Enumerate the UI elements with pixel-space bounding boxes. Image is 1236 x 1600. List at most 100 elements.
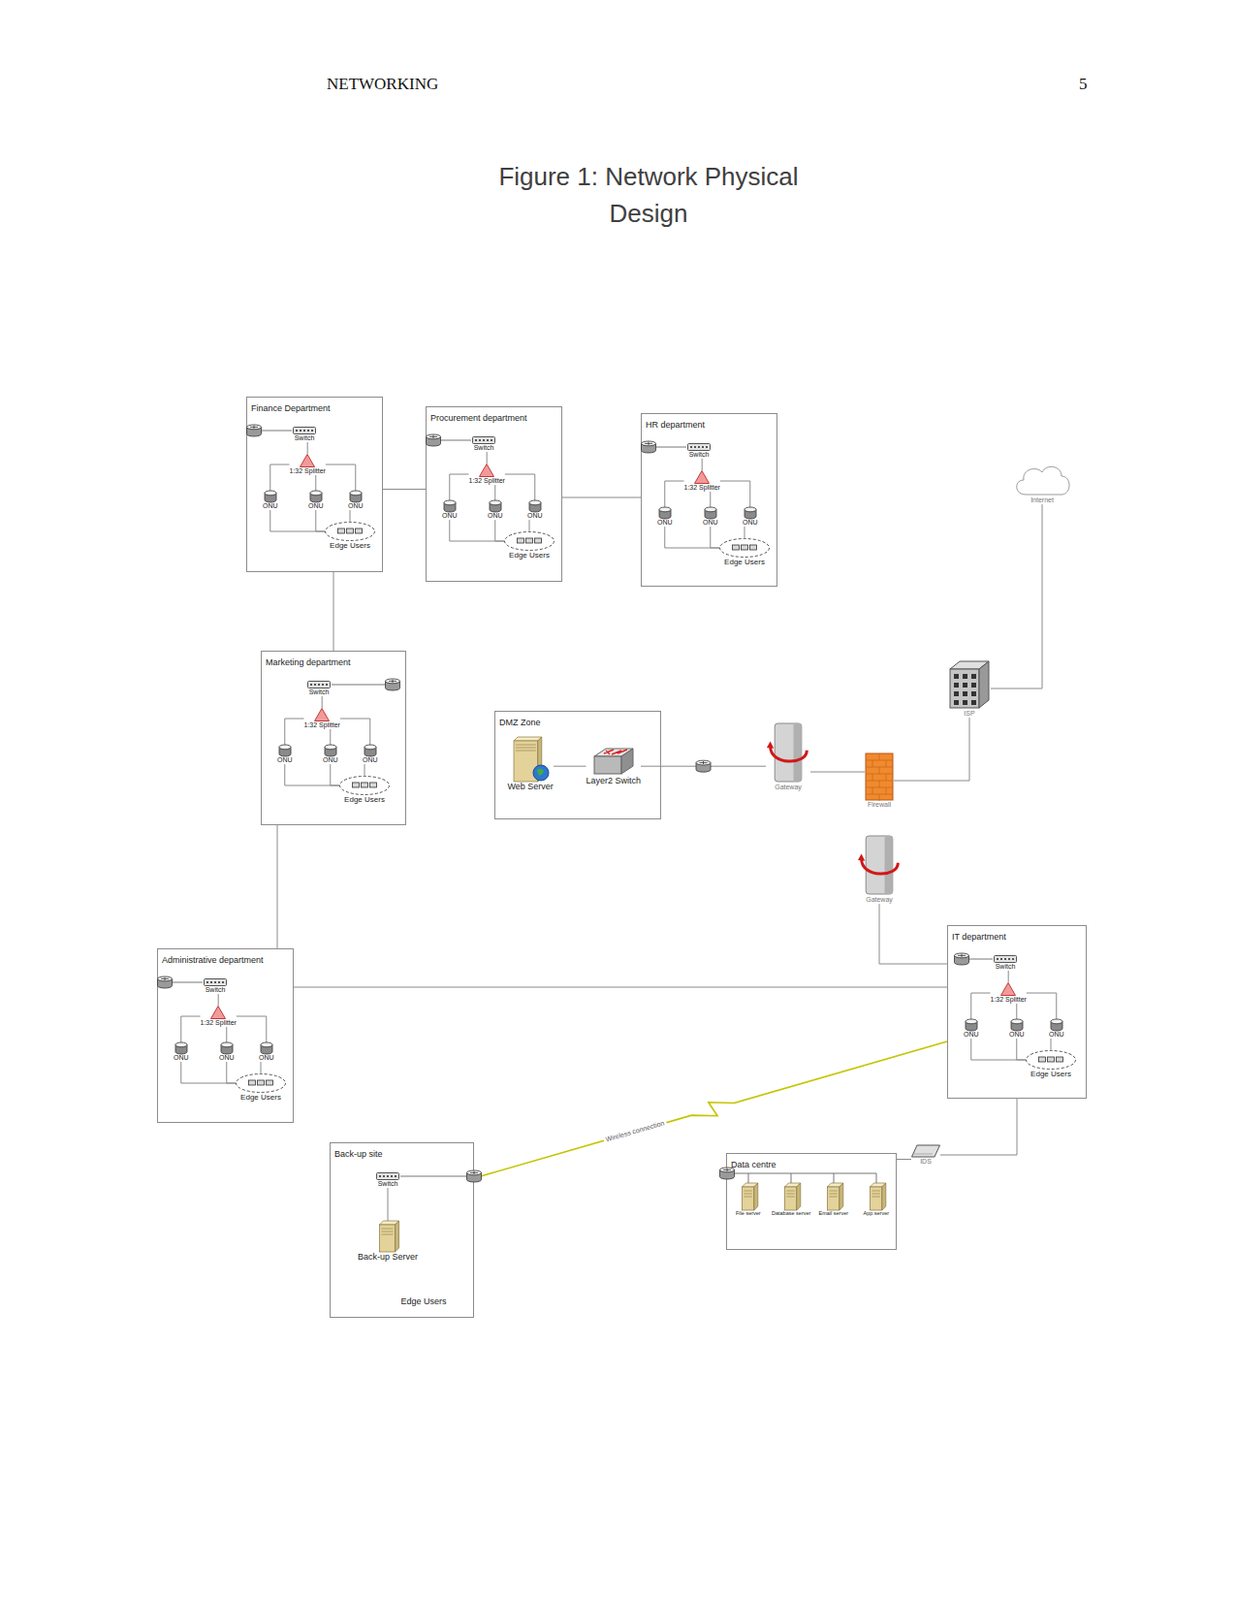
building-side bbox=[979, 661, 989, 708]
router-link bbox=[400, 1175, 468, 1177]
server-node: App server bbox=[863, 1182, 890, 1216]
onu-node: ONU bbox=[308, 490, 324, 510]
onu-icon bbox=[260, 1042, 273, 1054]
cylinder-top bbox=[744, 507, 757, 512]
server-icon bbox=[375, 1220, 401, 1252]
device-label: ONU bbox=[1048, 1030, 1065, 1039]
onu-node: ONU bbox=[442, 500, 458, 520]
onu-icon bbox=[965, 1018, 978, 1031]
switch-node: Switch bbox=[687, 443, 711, 459]
server-top bbox=[513, 736, 542, 741]
gateway-arrow-head bbox=[857, 853, 865, 860]
server-drop bbox=[791, 1172, 793, 1183]
onu-node: ONU bbox=[1048, 1018, 1065, 1039]
cylinder-top bbox=[349, 490, 362, 496]
device-label: ONU bbox=[308, 502, 324, 510]
users-ring bbox=[1026, 1050, 1077, 1070]
server-slot bbox=[380, 1228, 393, 1230]
switch-port bbox=[325, 683, 328, 686]
splitter-node: 1:32 Splitter bbox=[990, 982, 1027, 1004]
network-link bbox=[382, 488, 426, 490]
router-link bbox=[440, 440, 472, 442]
building-window bbox=[962, 699, 968, 705]
network-link bbox=[720, 480, 751, 508]
onu-node: ONU bbox=[963, 1018, 980, 1039]
globe-land bbox=[537, 768, 544, 776]
device-label: 1:32 Splitter bbox=[990, 995, 1027, 1004]
cylinder-top bbox=[696, 760, 711, 765]
switch-icon bbox=[292, 426, 317, 435]
globe bbox=[533, 764, 549, 781]
pc-screen bbox=[249, 1079, 256, 1085]
department-box: IT departmentSwitch1:32 SplitterONUONUON… bbox=[947, 924, 1087, 1099]
network-link bbox=[709, 491, 711, 508]
zone-decoration bbox=[330, 1142, 476, 1319]
network-link bbox=[340, 718, 371, 745]
device-label: Switch bbox=[205, 985, 226, 994]
switch-port bbox=[697, 445, 700, 448]
building-window bbox=[953, 682, 959, 688]
pc-screen bbox=[361, 782, 369, 788]
server-icon bbox=[824, 1182, 844, 1210]
zone-title: IT department bbox=[948, 929, 1011, 944]
onu-node: ONU bbox=[173, 1042, 190, 1062]
cylinder-top bbox=[260, 1042, 273, 1047]
edge-users-node: Edge Users bbox=[504, 531, 555, 560]
device-label: Switch bbox=[995, 962, 1016, 971]
building-window bbox=[953, 691, 959, 697]
router-icon bbox=[467, 1170, 482, 1182]
onu-icon bbox=[364, 744, 377, 757]
onu-icon bbox=[443, 500, 456, 512]
switch-node: Switch bbox=[376, 1172, 400, 1188]
network-link bbox=[316, 509, 325, 532]
server-front bbox=[826, 1186, 839, 1210]
cloud-icon bbox=[1012, 463, 1073, 497]
splitter-triangle bbox=[1001, 982, 1016, 996]
server-slot bbox=[743, 1193, 752, 1195]
pc-screen bbox=[347, 528, 354, 534]
server-slot bbox=[871, 1190, 880, 1192]
brick-joint bbox=[886, 773, 888, 781]
onu-node: ONU bbox=[277, 744, 293, 764]
splitter-node: 1:32 Splitter bbox=[304, 707, 341, 729]
users-ring bbox=[505, 532, 555, 551]
cylinder-top bbox=[364, 744, 377, 750]
network-link bbox=[270, 464, 290, 491]
switch-port bbox=[314, 683, 317, 686]
switch-port bbox=[206, 981, 209, 983]
switch-port bbox=[310, 683, 313, 686]
router-link bbox=[331, 684, 386, 686]
department-box: HR departmentSwitch1:32 SplitterONUONUON… bbox=[640, 412, 778, 587]
cylinder-top bbox=[1050, 1018, 1063, 1024]
network-link bbox=[971, 992, 991, 1019]
zone-title: HR department bbox=[641, 417, 709, 432]
building-window bbox=[953, 673, 959, 679]
network-link bbox=[893, 717, 970, 781]
figure-title: Figure 1: Network Physical Design bbox=[474, 158, 824, 232]
onu-node: ONU bbox=[258, 1042, 275, 1062]
users-icon bbox=[339, 775, 390, 795]
network-link bbox=[665, 526, 720, 548]
splitter-triangle bbox=[315, 708, 330, 722]
firewall-icon bbox=[864, 752, 894, 801]
cylinder-top bbox=[641, 441, 657, 446]
device-label: Back-up Server bbox=[357, 1251, 418, 1262]
brick-joint bbox=[879, 780, 881, 788]
gateway-arrow-head bbox=[766, 740, 774, 748]
server-node: Email server bbox=[819, 1182, 850, 1216]
router-icon bbox=[954, 952, 970, 965]
onu-icon bbox=[324, 744, 337, 757]
device-label: ONU bbox=[173, 1053, 190, 1062]
network-link bbox=[744, 526, 746, 539]
l2switch-icon bbox=[592, 746, 635, 776]
switch-port bbox=[701, 445, 704, 448]
switch-port bbox=[303, 429, 306, 432]
internet-cloud: Internet bbox=[1012, 463, 1073, 505]
router-arrows bbox=[429, 435, 438, 439]
splitter-node: 1:32 Splitter bbox=[469, 463, 506, 485]
router-arrows bbox=[160, 977, 169, 981]
router-icon bbox=[641, 441, 657, 453]
splitter-triangle bbox=[300, 454, 316, 468]
cylinder-top bbox=[954, 952, 970, 958]
network-link bbox=[315, 475, 317, 491]
